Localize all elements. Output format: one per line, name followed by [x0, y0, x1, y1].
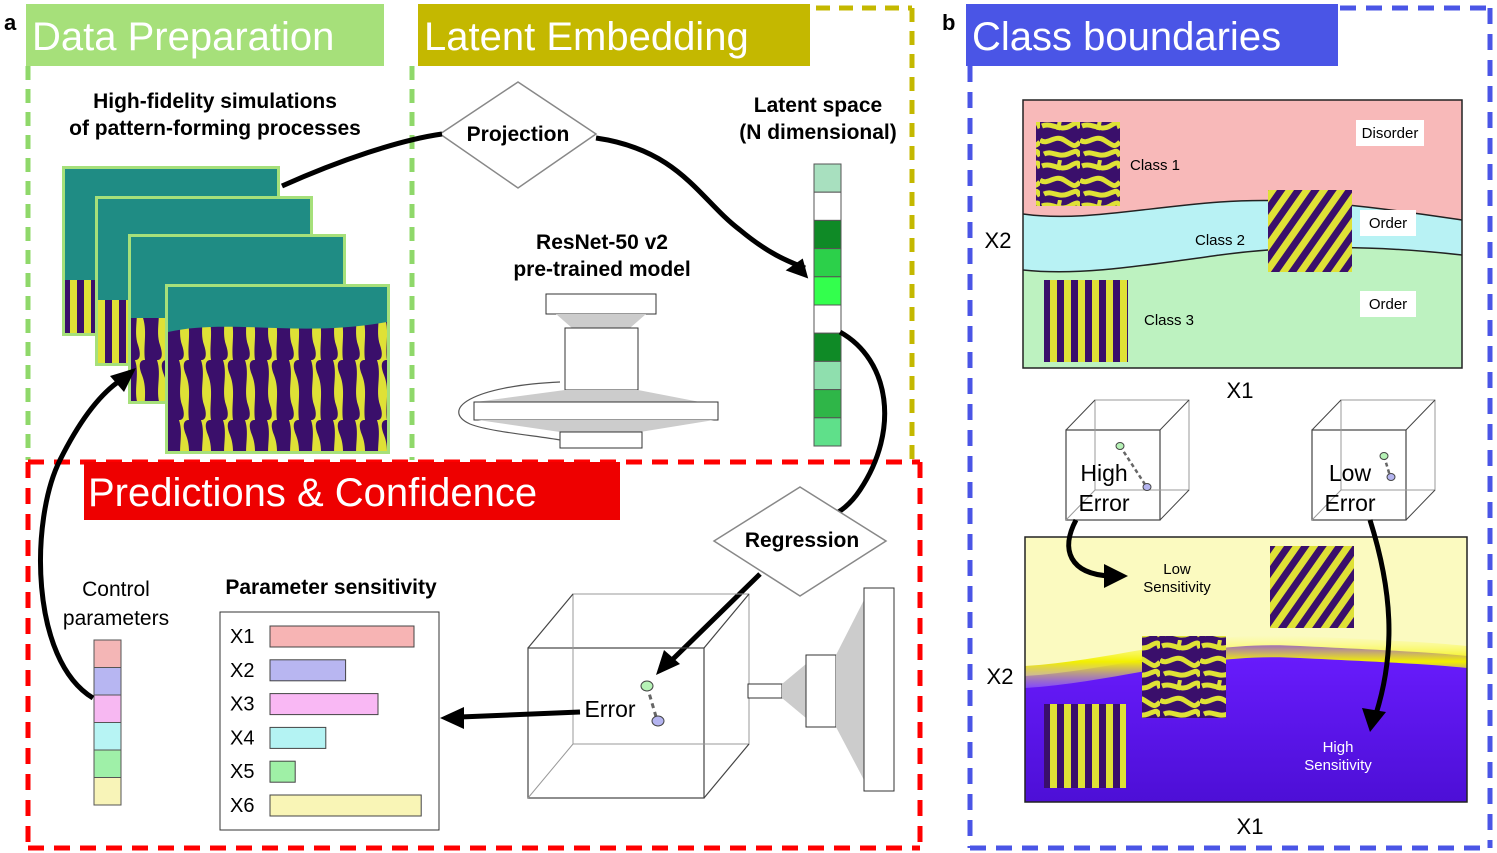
latent-frame: [816, 5, 915, 460]
regression-label: Regression: [745, 529, 859, 552]
bottom-plot-x-label: X1: [1237, 814, 1264, 839]
control-cell: [93, 749, 122, 778]
sensitivity-bar: [269, 625, 415, 648]
model-label-line2: pre-trained model: [513, 258, 690, 281]
bottom-plot-y-label: X2: [987, 664, 1014, 689]
class-boundaries-title: Class boundaries: [972, 15, 1281, 59]
resnet-network-icon: [458, 293, 719, 449]
sensitivity-bar: [269, 794, 422, 817]
data-prep-desc-line1: High-fidelity simulations: [93, 90, 337, 113]
sensitivity-bar: [269, 726, 327, 749]
control-cell: [93, 667, 122, 696]
error-label: Error: [584, 696, 635, 722]
sensitivity-title: Parameter sensitivity: [225, 576, 437, 599]
order-label-b: Order: [1369, 296, 1407, 313]
high-error-arrow: [1066, 518, 1111, 579]
latent-cell: [813, 360, 842, 391]
order-label-a: Order: [1369, 215, 1407, 232]
low-error-line1: Low: [1329, 460, 1372, 486]
sensitivity-label: X2: [230, 660, 254, 682]
error-cube: [527, 593, 750, 799]
projection-node: [438, 81, 598, 189]
control-parameter-vector: [93, 639, 122, 806]
latent-cell: [813, 304, 842, 334]
latent-title: Latent Embedding: [424, 15, 749, 59]
top-plot-y-label: X2: [985, 228, 1012, 253]
predictions-title: Predictions & Confidence: [88, 471, 537, 515]
high-error-line1: High: [1080, 460, 1127, 486]
projection-label: Projection: [467, 123, 570, 146]
class3-label: Class 3: [1144, 312, 1194, 329]
latent-title-bg: [418, 4, 810, 66]
disorder-label: Disorder: [1362, 125, 1419, 142]
latent-cell: [813, 191, 842, 221]
control-label-line1: Control: [82, 578, 150, 601]
feedback-arrow: [38, 379, 120, 701]
data-prep-desc-line2: of pattern-forming processes: [69, 117, 361, 140]
control-cell: [93, 639, 122, 668]
sensitivity-map: [1024, 536, 1468, 803]
panel-b-letter: b: [942, 10, 955, 35]
high-error-line2: Error: [1078, 490, 1129, 516]
latent-vector: [813, 163, 842, 447]
latent-space-line2: (N dimensional): [739, 121, 897, 144]
decoder-network-icon: [747, 587, 895, 792]
sensitivity-box: [219, 611, 440, 831]
latent-cell: [813, 389, 842, 419]
sensitivity-label: X1: [230, 626, 254, 648]
control-cell: [93, 694, 122, 723]
sensitivity-label: X4: [230, 727, 254, 749]
data-prep-title-bg: [26, 4, 384, 66]
sensitivity-bar: [269, 659, 347, 682]
low-error-cube: [1311, 399, 1436, 521]
sensitivity-label: X5: [230, 761, 254, 783]
class-boundaries-title-bg: [966, 4, 1338, 66]
class1-label: Class 1: [1130, 157, 1180, 174]
low-sensitivity-line1: Low: [1163, 561, 1191, 578]
class-plot: [1022, 99, 1463, 369]
latent-cell: [813, 248, 842, 278]
high-error-cube: [1065, 399, 1190, 521]
sensitivity-label: X3: [230, 694, 254, 716]
panel-a-letter: a: [4, 10, 17, 35]
class2-label: Class 2: [1195, 232, 1245, 249]
projection-arrow: [280, 131, 443, 189]
control-cell: [93, 777, 122, 806]
class-boundaries-frame: [967, 5, 1493, 851]
low-sensitivity-line2: Sensitivity: [1143, 579, 1211, 596]
latent-cell: [813, 219, 842, 250]
sensitivity-bar: [269, 760, 296, 783]
latent-cell: [813, 276, 842, 306]
sensitivity-bar: [269, 693, 379, 716]
model-label-line1: ResNet-50 v2: [536, 231, 668, 254]
latent-cell: [813, 417, 842, 447]
low-error-arrow: [1367, 519, 1392, 715]
control-label-line2: parameters: [63, 607, 169, 630]
simulation-image-4: [165, 284, 390, 454]
predictions-title-bg: [84, 462, 620, 520]
low-error-line2: Error: [1324, 490, 1375, 516]
high-sensitivity-line1: High: [1323, 739, 1354, 756]
latent-cell: [813, 163, 842, 193]
data-prep-frame: [25, 66, 415, 460]
high-sensitivity-line2: Sensitivity: [1304, 757, 1372, 774]
latent-cell: [813, 332, 842, 362]
latent-space-line1: Latent space: [754, 94, 882, 117]
sensitivity-label: X6: [230, 795, 254, 817]
regression-arrow: [826, 329, 888, 521]
data-prep-title: Data Preparation: [32, 15, 334, 59]
top-plot-x-label: X1: [1227, 378, 1254, 403]
control-cell: [93, 722, 122, 751]
regression-node: [712, 486, 888, 597]
